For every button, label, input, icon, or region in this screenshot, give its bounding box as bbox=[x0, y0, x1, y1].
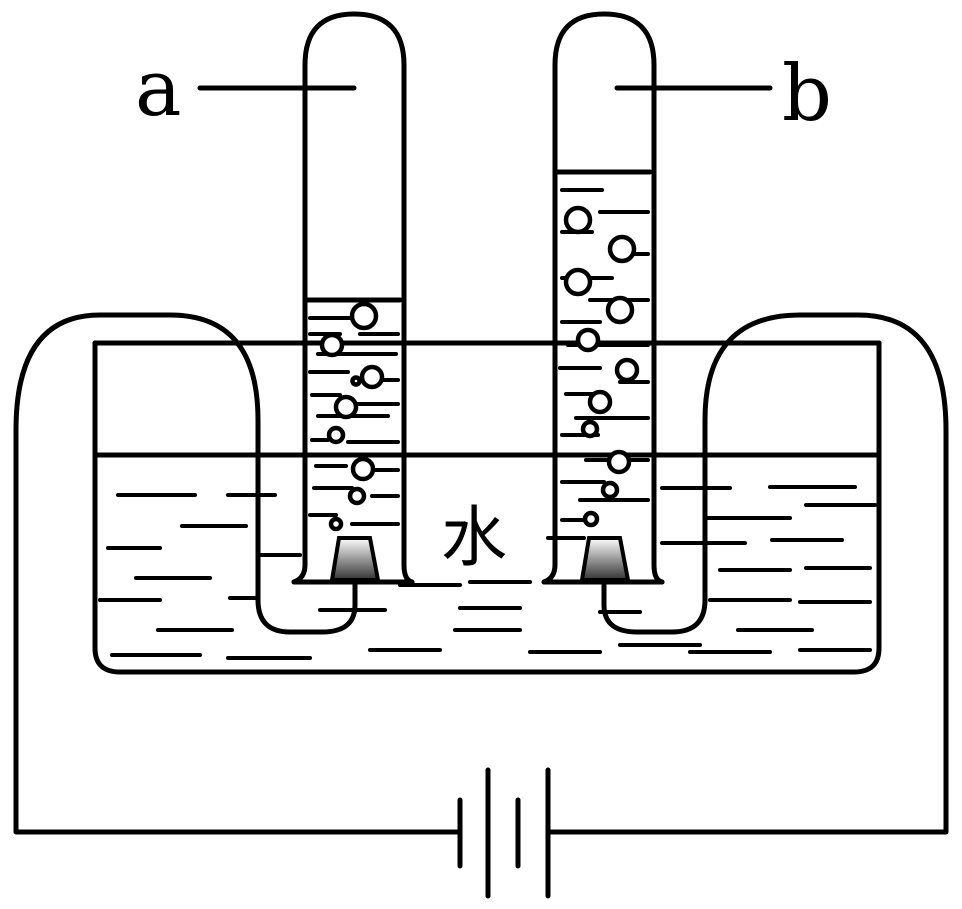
bubble-b bbox=[606, 449, 632, 475]
bubble-b bbox=[575, 327, 601, 353]
label-b: b bbox=[782, 49, 832, 139]
bubble-b bbox=[587, 389, 613, 415]
gas-bubbles-b bbox=[563, 205, 640, 528]
water-label-bg bbox=[432, 500, 528, 572]
bubble-b bbox=[605, 295, 635, 325]
bubble-a bbox=[328, 516, 344, 532]
bubble-b bbox=[563, 205, 593, 235]
bubble-a bbox=[350, 456, 376, 482]
bubble-a bbox=[347, 486, 367, 506]
bubble-a bbox=[350, 375, 362, 387]
electrode-a bbox=[329, 536, 381, 582]
bubble-b bbox=[600, 480, 620, 500]
label-a: a bbox=[135, 44, 182, 134]
bubble-a bbox=[349, 301, 379, 331]
bubble-b bbox=[607, 234, 637, 264]
label-water: 水 bbox=[441, 499, 507, 576]
circuit-wire-right bbox=[545, 312, 949, 835]
bubble-a bbox=[333, 394, 359, 420]
bubble-a bbox=[326, 425, 346, 445]
battery bbox=[457, 767, 551, 899]
tube-b-liquid bbox=[546, 188, 650, 540]
circuit-wire-left bbox=[13, 312, 463, 835]
bubble-b bbox=[580, 419, 600, 439]
water-trough bbox=[92, 340, 882, 675]
electrode-b bbox=[579, 536, 631, 582]
bubble-b bbox=[582, 510, 600, 528]
bubble-a bbox=[359, 364, 385, 390]
bubble-a bbox=[319, 332, 345, 358]
water-hatching bbox=[98, 485, 877, 660]
gas-bubbles-a bbox=[319, 301, 385, 532]
bubble-b bbox=[614, 357, 640, 383]
bubble-b bbox=[563, 267, 593, 297]
